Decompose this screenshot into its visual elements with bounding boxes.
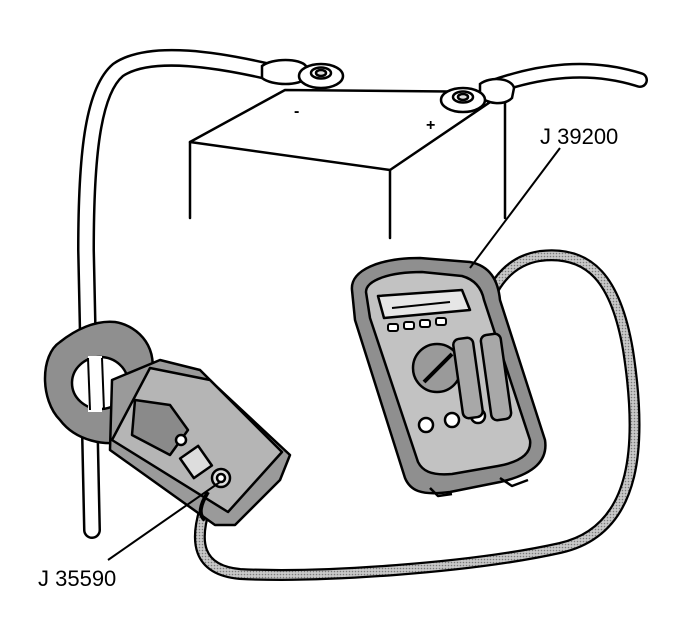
label-meter: J 39200 (540, 124, 619, 149)
terminal-marks: - + (294, 103, 435, 134)
leader-lines (107, 147, 561, 561)
leader-line-meter (469, 147, 561, 269)
positive-terminal-lug (439, 77, 516, 114)
current-clamp (43, 320, 292, 527)
probe-lead (193, 249, 641, 581)
multimeter (350, 256, 547, 498)
negative-terminal-lug (260, 58, 345, 90)
label-clamp: J 35590 (38, 566, 117, 591)
positive-terminal-mark: + (426, 117, 435, 134)
negative-cable (76, 48, 284, 539)
negative-terminal-mark: - (294, 103, 299, 120)
leader-line-clamp (107, 481, 221, 561)
